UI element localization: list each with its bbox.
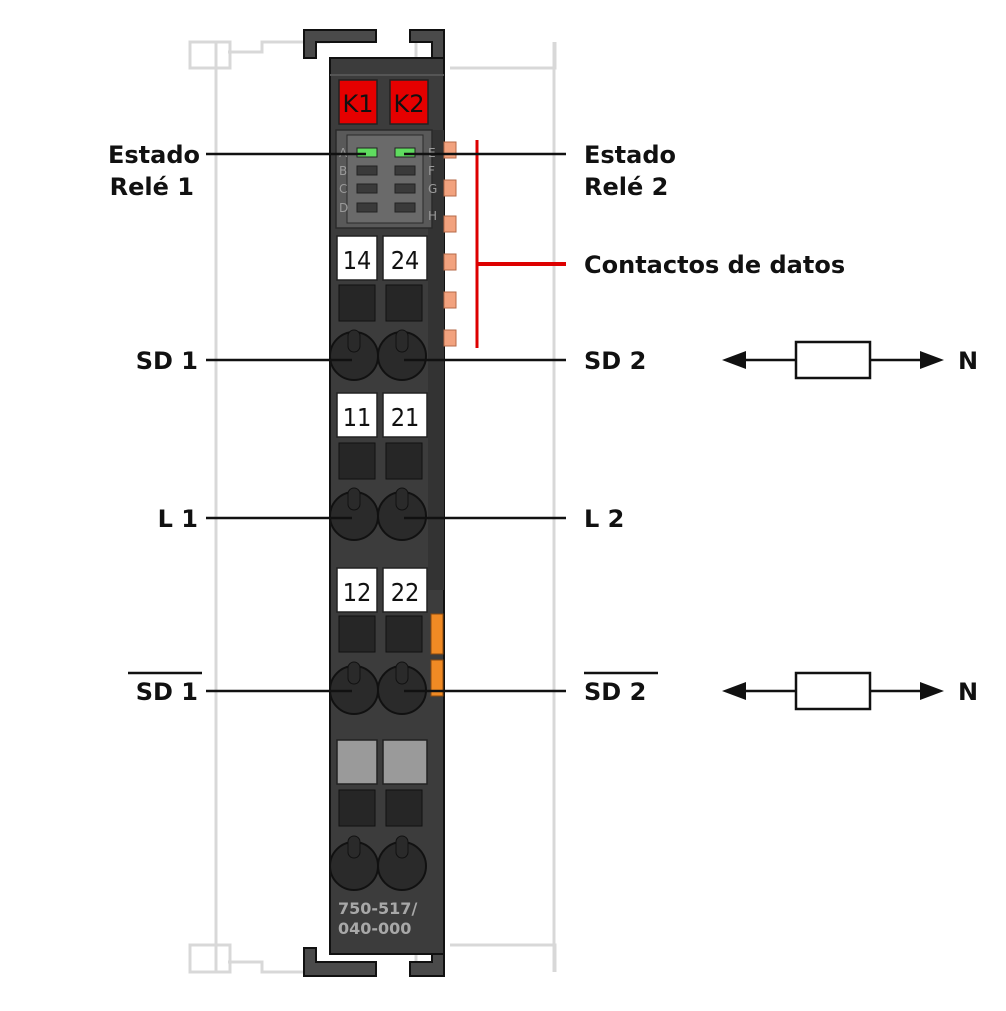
- contacts-bracket: [475, 140, 566, 348]
- data-contacts: [443, 141, 457, 347]
- label-contactos: Contactos de datos: [584, 251, 845, 279]
- led-b: [356, 165, 378, 176]
- led-letter-c: C: [339, 182, 347, 196]
- relay-label-k1: [338, 79, 378, 125]
- led-letter-d: D: [339, 201, 348, 215]
- terminal-24: 24: [391, 246, 420, 275]
- label-n-top: N: [958, 347, 978, 375]
- led-letter-g: G: [428, 182, 437, 196]
- terminal-14: 14: [343, 246, 372, 275]
- terminal-11: 11: [343, 403, 372, 432]
- label-n-bottom: N: [958, 678, 978, 706]
- leader-lines: [206, 152, 566, 693]
- label-sd1: SD 1: [136, 347, 198, 375]
- din-rail: [188, 40, 557, 974]
- led-panel: A B C D E F G H: [335, 129, 437, 229]
- relay-label-k2: [389, 79, 429, 125]
- label-l2: L 2: [584, 505, 624, 533]
- terminal-22: 22: [391, 578, 420, 607]
- label-estado-rele2-line2: Relé 2: [584, 173, 668, 201]
- load-symbol-bottom: [722, 671, 944, 711]
- label-l1: L 1: [158, 505, 198, 533]
- label-estado-rele2-line1: Estado: [584, 141, 676, 169]
- label-sd2-inverted: SD 2: [584, 678, 646, 706]
- led-letter-b: B: [339, 164, 347, 178]
- led-letter-h: H: [428, 209, 437, 223]
- part-number-line1: 750-517/: [338, 899, 417, 918]
- terminal-21: 21: [391, 403, 420, 432]
- led-a: [356, 147, 378, 158]
- label-sd1-inverted: SD 1: [136, 678, 198, 706]
- led-h: [394, 202, 416, 213]
- terminal-block-3: 12 22: [329, 567, 428, 715]
- led-g: [394, 183, 416, 194]
- terminal-block-2: 11 21: [329, 392, 428, 541]
- label-estado-rele1-line1: Estado: [108, 141, 200, 169]
- led-e: [394, 147, 416, 158]
- terminal-block-4: [329, 739, 428, 891]
- orange-strip: [430, 613, 444, 697]
- label-estado-rele1-line2: Relé 1: [110, 173, 194, 201]
- led-d: [356, 202, 378, 213]
- relay-labels: K1 K2: [338, 79, 429, 125]
- label-sd2: SD 2: [584, 347, 646, 375]
- terminal-12: 12: [343, 578, 372, 607]
- load-symbol-top: [722, 340, 944, 380]
- led-letter-f: F: [428, 164, 435, 178]
- relay-k2-text: K2: [393, 90, 424, 118]
- relay-k1-text: K1: [342, 90, 373, 118]
- part-number-line2: 040-000: [338, 919, 411, 938]
- terminal-block-1: 14 24: [329, 235, 428, 381]
- led-c: [356, 183, 378, 194]
- led-f: [394, 165, 416, 176]
